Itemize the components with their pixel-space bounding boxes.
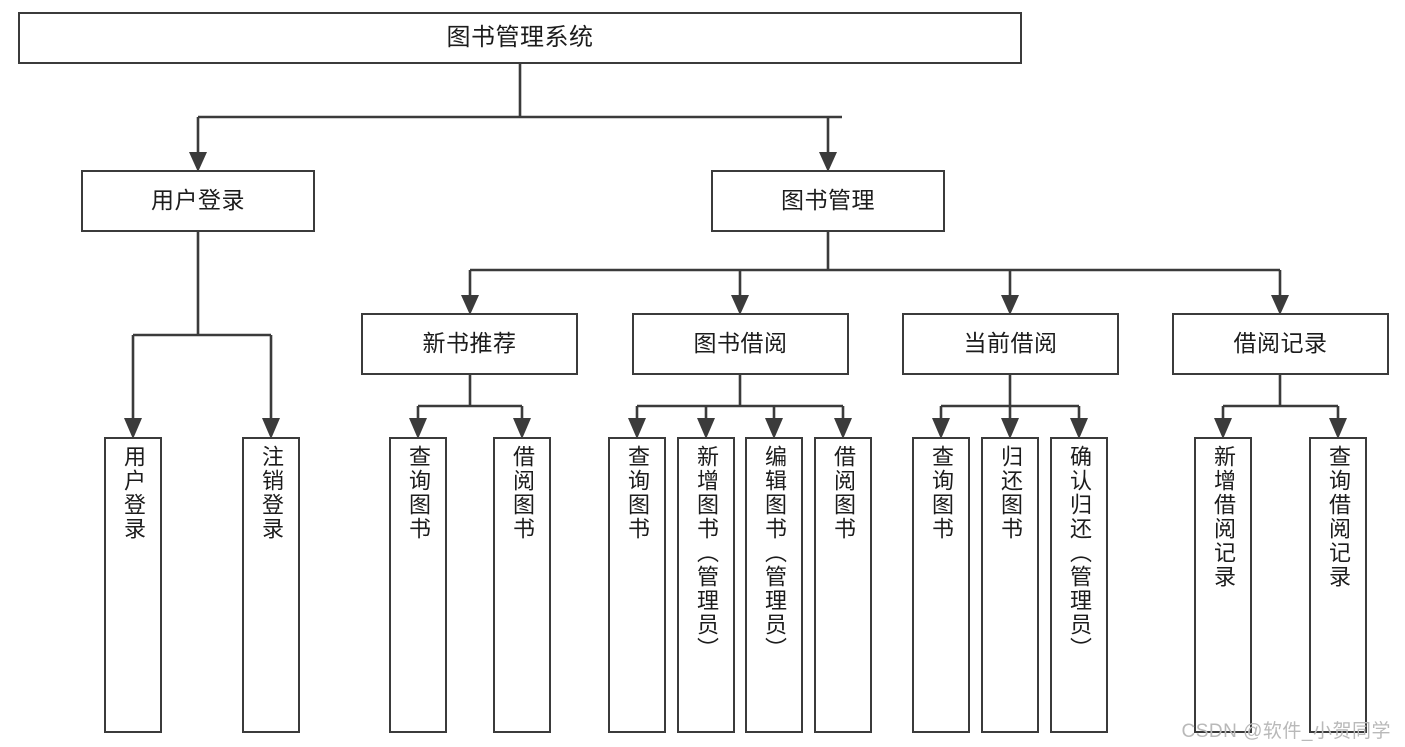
arrow-cb-leaf-3: [1070, 418, 1088, 439]
arrow-bb-leaf-3: [765, 418, 783, 439]
node-label: 当前借阅: [963, 330, 1058, 357]
node-leaf-confirm-return[interactable]: 确认归还（管理员）: [1050, 437, 1108, 733]
node-book-management[interactable]: 图书管理: [711, 170, 945, 232]
node-book-borrow[interactable]: 图书借阅: [632, 313, 849, 375]
arrow-leaf-logout: [262, 418, 280, 439]
csdn-watermark: CSDN @软件_小贺同学: [1181, 721, 1391, 742]
node-label: 图书管理: [781, 187, 875, 214]
node-new-book-recommend[interactable]: 新书推荐: [361, 313, 578, 375]
node-leaf-query-book-3[interactable]: 查询图书: [912, 437, 970, 733]
node-leaf-logout-login[interactable]: 注销登录: [242, 437, 300, 733]
arrow-user-login: [189, 152, 207, 172]
node-leaf-return-book[interactable]: 归还图书: [981, 437, 1039, 733]
node-label: 借阅图书: [510, 445, 535, 541]
arrow-current-borrow: [1001, 295, 1019, 315]
node-label: 图书借阅: [693, 330, 788, 357]
node-label: 用户登录: [121, 445, 146, 541]
node-label: 图书管理系统: [446, 23, 594, 51]
node-label: 查询图书: [929, 445, 954, 541]
node-label: 新增图书（管理员）: [694, 445, 719, 661]
node-label: 新书推荐: [422, 330, 517, 357]
node-label: 确认归还（管理员）: [1067, 445, 1092, 661]
node-label: 查询图书: [625, 445, 650, 541]
arrow-nb-leaf-2: [513, 418, 531, 439]
node-leaf-query-borrow-record[interactable]: 查询借阅记录: [1309, 437, 1367, 733]
node-label: 注销登录: [259, 445, 284, 541]
node-label: 借阅记录: [1233, 330, 1328, 357]
arrow-book-borrow: [731, 295, 749, 315]
node-current-borrow[interactable]: 当前借阅: [902, 313, 1119, 375]
node-leaf-query-book-1[interactable]: 查询图书: [389, 437, 447, 733]
node-leaf-borrow-book-2[interactable]: 借阅图书: [814, 437, 872, 733]
node-leaf-edit-book[interactable]: 编辑图书（管理员）: [745, 437, 803, 733]
arrow-new-book: [461, 295, 479, 315]
arrow-cb-leaf-1: [932, 418, 950, 439]
node-label: 用户登录: [151, 187, 245, 214]
node-leaf-user-login[interactable]: 用户登录: [104, 437, 162, 733]
arrow-br-leaf-2: [1329, 418, 1347, 439]
node-label: 新增借阅记录: [1211, 445, 1236, 589]
arrow-book-management: [819, 152, 837, 172]
node-leaf-add-book[interactable]: 新增图书（管理员）: [677, 437, 735, 733]
node-label: 查询图书: [406, 445, 431, 541]
node-book-management-system[interactable]: 图书管理系统: [18, 12, 1022, 64]
node-user-login[interactable]: 用户登录: [81, 170, 315, 232]
node-label: 借阅图书: [831, 445, 856, 541]
node-leaf-query-book-2[interactable]: 查询图书: [608, 437, 666, 733]
arrow-borrow-record: [1271, 295, 1289, 315]
arrow-leaf-user-login: [124, 418, 142, 439]
arrow-nb-leaf-1: [409, 418, 427, 439]
node-borrow-record[interactable]: 借阅记录: [1172, 313, 1389, 375]
arrow-bb-leaf-1: [628, 418, 646, 439]
node-label: 编辑图书（管理员）: [762, 445, 787, 661]
node-leaf-borrow-book-1[interactable]: 借阅图书: [493, 437, 551, 733]
arrow-br-leaf-1: [1214, 418, 1232, 439]
node-label: 归还图书: [998, 445, 1023, 541]
arrow-bb-leaf-4: [834, 418, 852, 439]
node-leaf-add-borrow-record[interactable]: 新增借阅记录: [1194, 437, 1252, 733]
arrow-bb-leaf-2: [697, 418, 715, 439]
arrow-cb-leaf-2: [1001, 418, 1019, 439]
node-label: 查询借阅记录: [1326, 445, 1351, 589]
